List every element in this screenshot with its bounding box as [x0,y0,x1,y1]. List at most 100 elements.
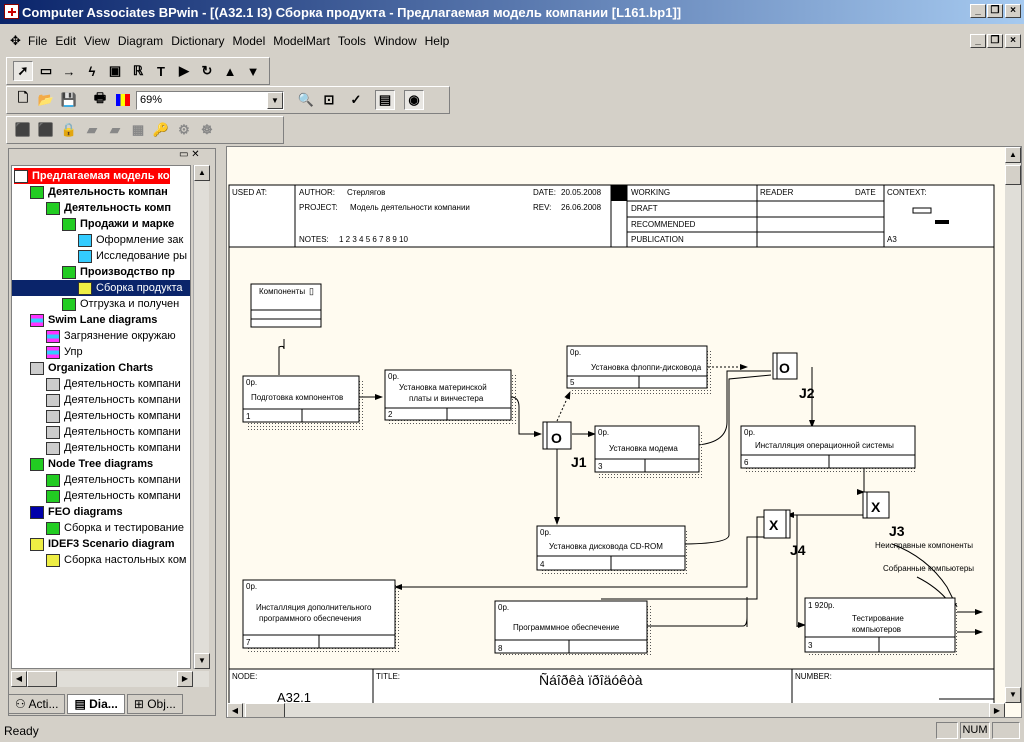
tree-item[interactable]: Сборка настольных ком [46,552,187,568]
tree-item[interactable]: Swim Lane diagrams [30,312,157,328]
menu-help[interactable]: Help [424,34,450,48]
output-label-defective[interactable]: Неисправные компоненты [875,541,973,550]
text-tool-icon[interactable]: T [157,63,165,79]
open-folder-icon[interactable]: 📂 [37,92,55,107]
menu-diagram[interactable]: Diagram [117,34,164,48]
squiggle-tool-icon[interactable]: ϟ [88,63,96,79]
activity-box-6[interactable]: 0р. Инсталляция операционной системы 6 [740,425,917,472]
canvas-vscrollbar[interactable]: ▲ ▼ [1005,147,1021,703]
tree-item[interactable]: Деятельность компани [46,472,181,488]
open-mart-icon[interactable]: ▰ [87,122,97,137]
zoom-fit-icon[interactable]: ⊡ [323,92,335,107]
report-tool-icon[interactable]: ℝ [132,63,144,78]
go-to-parent-icon[interactable]: ▲ [223,63,237,79]
activity-box-3[interactable]: 0р. Установка модема 3 [594,425,703,480]
tree-item[interactable]: Node Tree diagrams [30,456,153,472]
tree-item[interactable]: Деятельность компани [46,440,181,456]
save-mart-icon[interactable]: ▰ [110,122,120,137]
tree-item[interactable]: Деятельность компани [46,424,181,440]
tab-objects[interactable]: ⊞ Obj... [126,694,183,714]
lock-icon[interactable]: 🔒 [60,122,78,137]
activity-box-8[interactable]: 0р. Программмное обеспечение 8 [494,600,651,657]
activity-box-5[interactable]: 0р. Установка флоппи-дисковода 5 [566,345,711,394]
security-icon[interactable]: 🔑 [152,122,170,137]
new-file-icon[interactable]: 🗋 [17,90,29,105]
tab-activities[interactable]: ⚇ Acti... [8,694,66,714]
junction-j2[interactable]: O J2 [772,352,815,401]
scroll-up-icon[interactable]: ▲ [1005,147,1021,163]
activity-box-4[interactable]: 0р. Установка дисковода CD-ROM 4 [536,525,689,576]
activity-box-2[interactable]: 0р. Установка материнской платы и винчес… [384,369,517,426]
tree-item[interactable]: Оформление зак [78,232,183,248]
save-icon[interactable]: 💾 [60,92,78,107]
tree-item[interactable]: IDEF3 Scenario diagram [30,536,175,552]
close-button[interactable]: × [1005,4,1021,18]
tree-item[interactable]: Отгрузка и получен [62,296,179,312]
scroll-thumb[interactable] [1005,165,1021,185]
tree-item[interactable]: Продажи и марке [62,216,174,232]
scroll-down-icon[interactable]: ▼ [194,653,210,669]
junction-j1[interactable]: O J1 [542,421,587,470]
maximize-button[interactable]: ❐ [987,4,1003,18]
activity-box-9[interactable]: 1 920р. Тестирование компьютеров 3 [804,597,959,656]
menu-file[interactable]: File [28,34,48,48]
canvas-hscrollbar[interactable]: ◀ ▶ [227,703,1005,717]
spell-check-icon[interactable]: ✓ [350,92,362,107]
tree-item[interactable]: Сборка и тестирование [46,520,184,536]
settings-icon[interactable]: ⚙ [178,122,190,137]
pointer-tool-icon[interactable]: ➚ [13,61,33,81]
tree-item[interactable]: Деятельность компани [46,392,181,408]
menu-view[interactable]: View [84,34,110,48]
scroll-left-icon[interactable]: ◀ [227,703,243,717]
menu-tools[interactable]: Tools [337,34,366,48]
tree-item[interactable]: Organization Charts [30,360,153,376]
tree-item[interactable]: Загрязнение окружаю [46,328,176,344]
go-down-icon[interactable]: ▼ [246,63,260,79]
tree-item[interactable]: FEO diagrams [30,504,123,520]
document-icon[interactable]: ✥ [10,33,21,48]
model-mart-icon[interactable]: ◉ [404,90,424,110]
go-to-sibling-icon[interactable]: ↻ [201,63,213,78]
explorer-dock-controls[interactable]: ▭ ✕ [179,149,200,160]
menu-dictionary[interactable]: Dictionary [171,34,225,48]
referent-tool-icon[interactable]: ▣ [108,63,122,78]
activity-box-tool-icon[interactable]: ▭ [39,63,53,78]
output-label-assembled[interactable]: Собранные компьютеры [883,564,974,573]
chevron-down-icon[interactable]: ▼ [267,91,283,109]
disconnect-icon[interactable]: ⬛ [37,122,55,137]
tree-item[interactable]: Деятельность компан [30,184,168,200]
menu-model[interactable]: Model [232,34,266,48]
zoom-select[interactable]: 69%▼ [136,90,284,110]
tree-hscrollbar[interactable]: ◀ ▶ [11,671,209,687]
model-explorer-icon[interactable]: ▤ [375,90,395,110]
go-to-child-icon[interactable]: ▶ [179,63,189,78]
tree-item[interactable]: Деятельность комп [46,200,171,216]
doc-close-button[interactable]: × [1005,34,1021,48]
scroll-right-icon[interactable]: ▶ [177,671,193,687]
doc-restore-button[interactable]: ❐ [987,34,1003,48]
tree-item[interactable]: Деятельность компани [46,488,181,504]
users-icon[interactable]: ☸ [201,122,213,137]
menu-edit[interactable]: Edit [55,34,77,48]
junction-j3[interactable]: X J3 [862,491,905,539]
activity-box-1[interactable]: 0р. Подготовка компонентов 1 [242,375,363,430]
tree-item[interactable]: Деятельность компани [46,376,181,392]
tree-item[interactable]: Производство пр [62,264,175,280]
activity-box-components[interactable]: Компоненты ▯ [250,283,322,328]
tree-item[interactable]: Упр [46,344,83,360]
scroll-right-icon[interactable]: ▶ [989,703,1005,717]
tree-item[interactable]: Деятельность компани [46,408,181,424]
connect-icon[interactable]: ⬛ [14,122,32,137]
arrow-tool-icon[interactable]: → [62,63,76,79]
tab-diagrams[interactable]: ▤ Dia... [67,694,125,714]
menu-modelmart[interactable]: ModelMart [273,34,330,48]
tree-item-root[interactable]: Предлагаемая модель ко [14,168,170,184]
scroll-left-icon[interactable]: ◀ [11,671,27,687]
diagram-canvas[interactable]: USED AT: AUTHOR: Стерлягов PROJECT: Моде… [226,146,1022,718]
print-icon[interactable]: 🖶 [93,90,107,105]
zoom-in-icon[interactable]: 🔍 [297,92,315,107]
scroll-thumb[interactable] [27,671,57,687]
scroll-thumb[interactable] [245,703,285,717]
tree-item-selected[interactable]: Сборка продукта [12,280,190,296]
doc-minimize-button[interactable]: _ [970,34,986,48]
